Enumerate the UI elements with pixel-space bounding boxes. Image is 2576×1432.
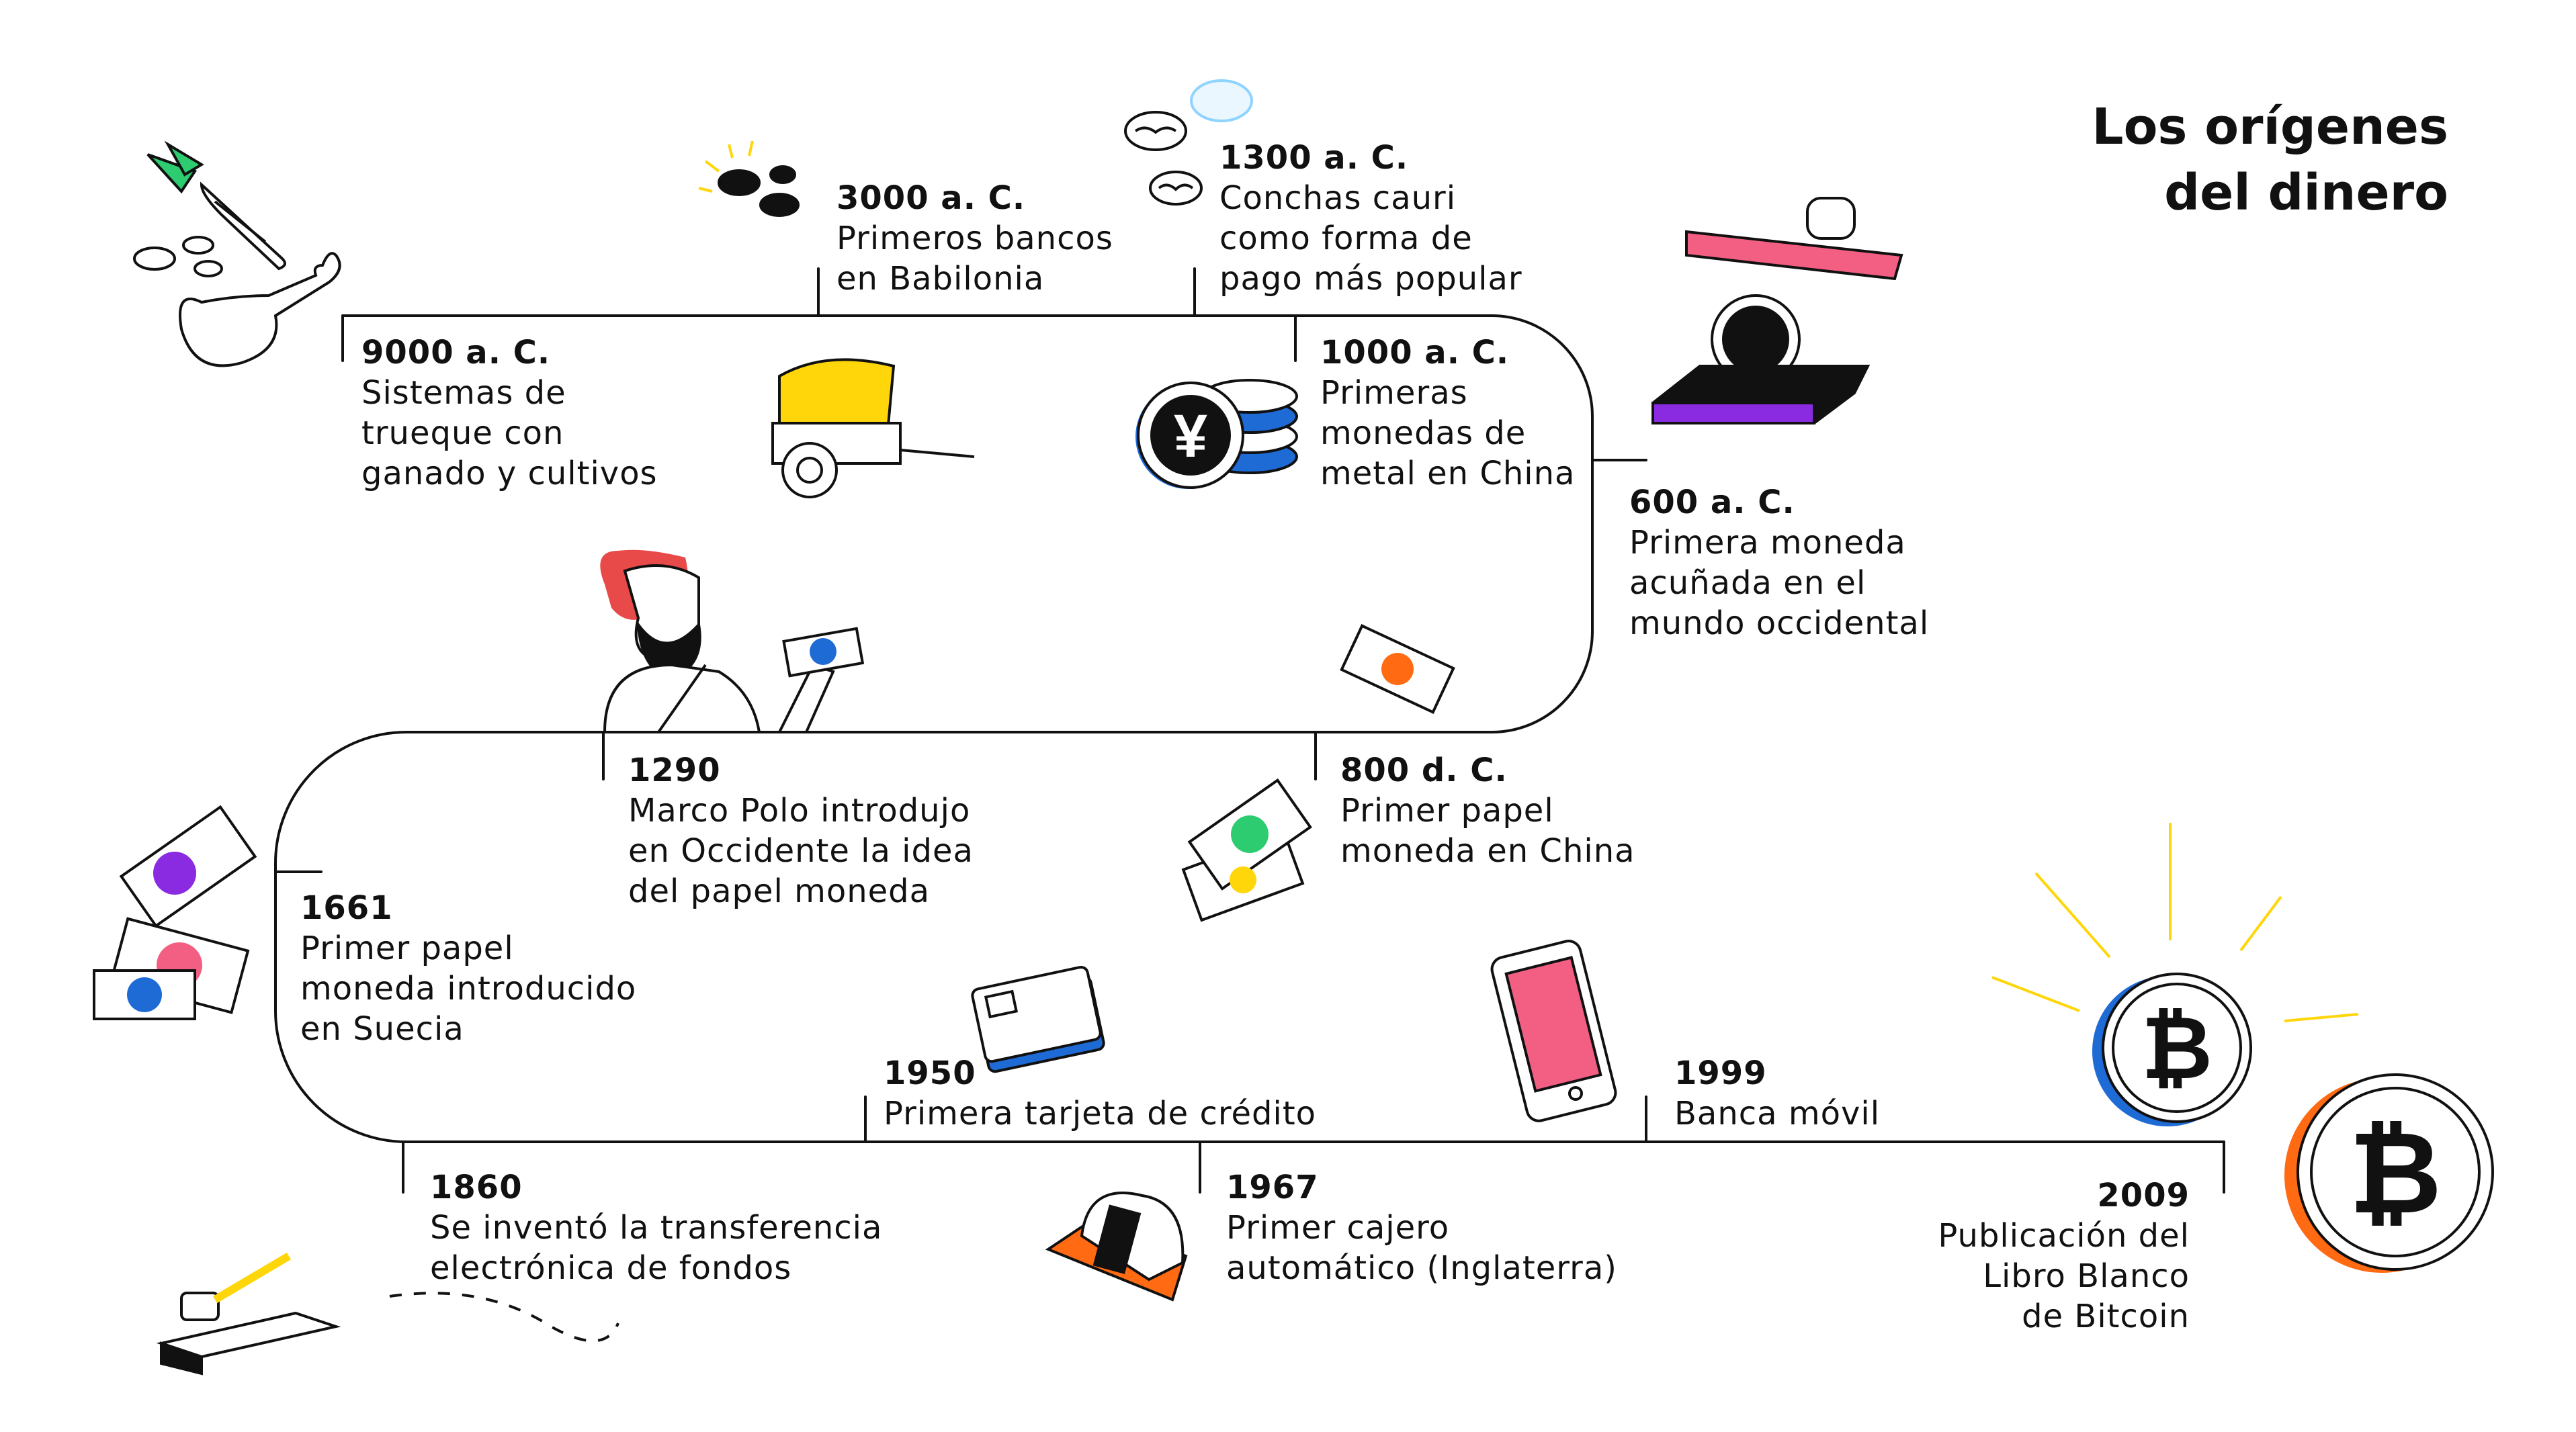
event-line: pago más popular	[1219, 260, 1522, 298]
event-year: 1000 a. C.	[1320, 334, 1510, 371]
event-line: en Suecia	[300, 1010, 464, 1048]
event-year: 2009	[2097, 1177, 2190, 1214]
event-9000: 9000 a. C. Sistemas de trueque con ganad…	[361, 332, 658, 494]
event-year: 1290	[628, 752, 721, 789]
page-title: Los orígenes del dinero	[2092, 94, 2448, 226]
event-line: Primera moneda	[1629, 524, 1906, 562]
event-line: en Occidente la idea	[628, 832, 974, 870]
event-year: 800 d. C.	[1340, 752, 1508, 789]
event-1290: 1290 Marco Polo introdujo en Occidente l…	[628, 750, 974, 911]
cart-icon	[771, 358, 975, 498]
event-line: Marco Polo introdujo	[628, 792, 971, 830]
event-line: del papel moneda	[628, 872, 931, 910]
atm-icon	[1045, 1192, 1188, 1302]
event-year: 1950	[884, 1055, 976, 1092]
event-line: Primera tarjeta de crédito	[884, 1095, 1317, 1132]
bitcoin-rays-icon	[1991, 823, 2359, 1022]
credit-card-icon	[971, 965, 1105, 1073]
event-year: 1999	[1674, 1055, 1767, 1092]
event-line: Primeros bancos	[836, 220, 1113, 257]
event-line: moneda en China	[1340, 832, 1635, 870]
event-line: Primer papel	[300, 930, 514, 967]
krona-notes-icon	[93, 805, 257, 1020]
event-line: Primer cajero	[1226, 1209, 1450, 1247]
event-1661: 1661 Primer papel moneda introducido en …	[300, 888, 636, 1049]
event-year: 1860	[430, 1169, 523, 1206]
metal-coins-icon: ¥	[1135, 379, 1298, 489]
event-line: ganado y cultivos	[361, 455, 658, 492]
svg-text:₿: ₿	[2349, 1107, 2442, 1240]
event-3000: 3000 a. C. Primeros bancos en Babilonia	[836, 178, 1113, 299]
title-line-1: Los orígenes	[2092, 98, 2448, 156]
event-1860: 1860 Se inventó la transferencia electró…	[430, 1167, 882, 1288]
event-line: Primer papel	[1340, 792, 1554, 830]
event-line: Publicación del	[1938, 1217, 2190, 1255]
banknotes-china-icon	[1181, 778, 1312, 922]
event-line: acuñada en el	[1629, 564, 1866, 602]
mobile-phone-icon	[1490, 940, 1617, 1122]
svg-text:₿: ₿	[2141, 997, 2213, 1099]
event-line: como forma de	[1219, 220, 1473, 257]
event-line: electrónica de fondos	[430, 1249, 792, 1287]
event-line: metal en China	[1320, 455, 1576, 492]
event-1999: 1999 Banca móvil	[1674, 1053, 1880, 1134]
event-year: 9000 a. C.	[361, 334, 551, 371]
event-year: 600 a. C.	[1629, 484, 1795, 521]
title-line-2: del dinero	[2164, 164, 2448, 222]
event-year: 1300 a. C.	[1219, 139, 1409, 177]
bitcoin-coin-large-icon: ₿	[2284, 1073, 2494, 1273]
event-year: 1967	[1226, 1169, 1319, 1206]
timeline-path	[274, 314, 2225, 1143]
banknote-orange-icon	[1340, 624, 1455, 714]
event-1967: 1967 Primer cajero automático (Inglaterr…	[1226, 1167, 1617, 1288]
event-line: moneda introducido	[300, 970, 637, 1008]
event-line: automático (Inglaterra)	[1226, 1249, 1618, 1287]
telegraph-icon	[156, 1252, 619, 1376]
cowrie-shells-icon	[1124, 79, 1253, 206]
yen-symbol: ¥	[1174, 403, 1207, 470]
event-line: mundo occidental	[1629, 605, 1930, 642]
seeds-icon	[698, 140, 800, 217]
event-2009: 2009 Publicación del Libro Blanco de Bit…	[1938, 1175, 2190, 1337]
event-year: 3000 a. C.	[836, 179, 1026, 217]
event-line: Banca móvil	[1674, 1095, 1881, 1132]
event-800: 800 d. C. Primer papel moneda en China	[1340, 750, 1635, 871]
event-line: Se inventó la transferencia	[430, 1209, 883, 1247]
mint-press-icon	[1651, 197, 1903, 424]
event-line: Libro Blanco	[1983, 1257, 2190, 1295]
event-line: Conchas cauri	[1219, 179, 1457, 217]
event-line: en Babilonia	[836, 260, 1045, 298]
event-line: Sistemas de	[361, 374, 566, 412]
event-line: monedas de	[1320, 414, 1527, 452]
event-600: 600 a. C. Primera moneda acuñada en el m…	[1629, 482, 1929, 643]
event-1000: 1000 a. C. Primeras monedas de metal en …	[1320, 332, 1575, 494]
event-1300: 1300 a. C. Conchas cauri como forma de p…	[1219, 138, 1522, 299]
event-line: de Bitcoin	[2022, 1298, 2190, 1335]
event-line: trueque con	[361, 414, 564, 452]
barter-icon	[133, 140, 341, 367]
event-year: 1661	[300, 889, 393, 927]
marco-polo-icon	[600, 549, 865, 733]
event-line: Primeras	[1320, 374, 1468, 412]
event-1950: 1950 Primera tarjeta de crédito	[884, 1053, 1316, 1134]
bitcoin-coin-small-icon: ₿	[2092, 973, 2252, 1126]
